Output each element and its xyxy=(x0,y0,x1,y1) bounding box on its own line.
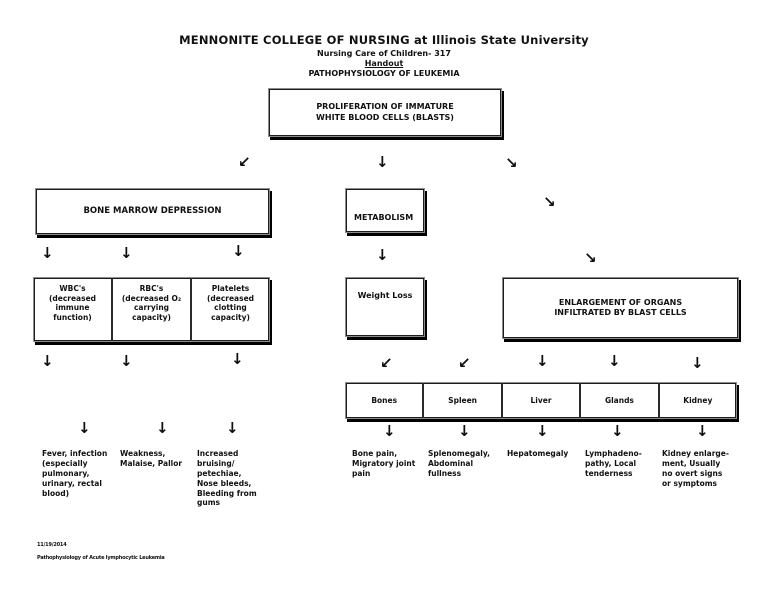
arrow-down-left-icon: ↙ xyxy=(458,354,471,372)
arrow-down-icon: ↓ xyxy=(41,244,54,262)
arrow-down-icon: ↓ xyxy=(156,419,169,437)
node-bone-marrow-depression: BONE MARROW DEPRESSION xyxy=(35,188,270,235)
document-title: PATHOPHYSIOLOGY OF LEUKEMIA xyxy=(308,69,460,78)
node-spleen: Spleen xyxy=(422,383,500,418)
node-bones: Bones xyxy=(371,395,398,405)
arrow-down-icon: ↓ xyxy=(231,350,244,368)
arrow-down-icon: ↓ xyxy=(691,354,704,372)
arrow-down-right-icon: ↘ xyxy=(543,193,556,211)
arrow-down-left-icon: ↙ xyxy=(380,354,393,372)
effect-rbc: Weakness, Malaise, Pallor xyxy=(120,449,183,468)
organs-row: Bones Spleen Liver Glands Kidney xyxy=(345,382,737,419)
node-liver: Liver xyxy=(500,383,579,418)
arrow-down-icon: ↓ xyxy=(376,246,389,264)
node-wbc: WBC's (decreased immune function) xyxy=(48,284,97,322)
footer-date: 11/19/2014 xyxy=(37,542,67,548)
arrow-down-icon: ↓ xyxy=(226,419,239,437)
arrow-down-icon: ↓ xyxy=(696,422,709,440)
arrow-down-icon: ↓ xyxy=(78,419,91,437)
document-header: MENNONITE COLLEGE OF NURSING at Illinois… xyxy=(0,33,768,79)
node-weight-loss: Weight Loss xyxy=(345,277,425,337)
footer-doc-name: Pathophysiology of Acute lymphocytic Leu… xyxy=(37,555,165,561)
arrow-down-icon: ↓ xyxy=(120,352,133,370)
arrow-down-icon: ↓ xyxy=(41,352,54,370)
arrow-down-icon: ↓ xyxy=(458,422,471,440)
arrow-down-left-icon: ↙ xyxy=(238,153,251,171)
arrow-down-icon: ↓ xyxy=(536,422,549,440)
node-platelets: Platelets (decreased clotting capacity) xyxy=(190,278,269,341)
college-title: MENNONITE COLLEGE OF NURSING at Illinois… xyxy=(179,33,589,47)
effect-liver: Hepatomegaly xyxy=(507,449,569,458)
node-proliferation: PROLIFERATION OF IMMATURE WHITE BLOOD CE… xyxy=(268,88,502,137)
effect-platelets: Increased bruising/ petechiae, Nose blee… xyxy=(197,449,257,508)
node-rbc: RBC's (decreased O₂ carrying capacity) xyxy=(111,278,190,341)
blood-cell-row: WBC's (decreased immune function) RBC's … xyxy=(33,277,270,342)
arrow-down-icon: ↓ xyxy=(536,352,549,370)
effect-wbc: Fever, infection (especially pulmonary, … xyxy=(42,449,108,498)
node-kidney: Kidney xyxy=(657,383,736,418)
course-subtitle: Nursing Care of Children- 317 xyxy=(317,49,451,58)
effect-spleen: Splenomegaly, Abdominal fullness xyxy=(428,449,490,478)
arrow-down-icon: ↓ xyxy=(383,422,396,440)
effect-bones: Bone pain, Migratory joint pain xyxy=(352,449,416,478)
effect-glands: Lymphadeno- pathy, Local tenderness xyxy=(585,449,642,478)
effect-kidney: Kidney enlarge- ment, Usually no overt s… xyxy=(662,449,730,488)
arrow-down-icon: ↓ xyxy=(120,244,133,262)
handout-label: Handout xyxy=(364,59,404,68)
arrow-down-right-icon: ↘ xyxy=(584,249,597,267)
arrow-down-right-icon: ↘ xyxy=(505,154,518,172)
node-metabolism: METABOLISM xyxy=(345,188,425,233)
arrow-down-icon: ↓ xyxy=(608,352,621,370)
arrow-down-icon: ↓ xyxy=(376,153,389,171)
node-enlargement-organs: ENLARGEMENT OF ORGANS INFILTRATED BY BLA… xyxy=(502,277,739,339)
arrow-down-icon: ↓ xyxy=(232,242,245,260)
node-glands: Glands xyxy=(579,383,657,418)
arrow-down-icon: ↓ xyxy=(611,422,624,440)
